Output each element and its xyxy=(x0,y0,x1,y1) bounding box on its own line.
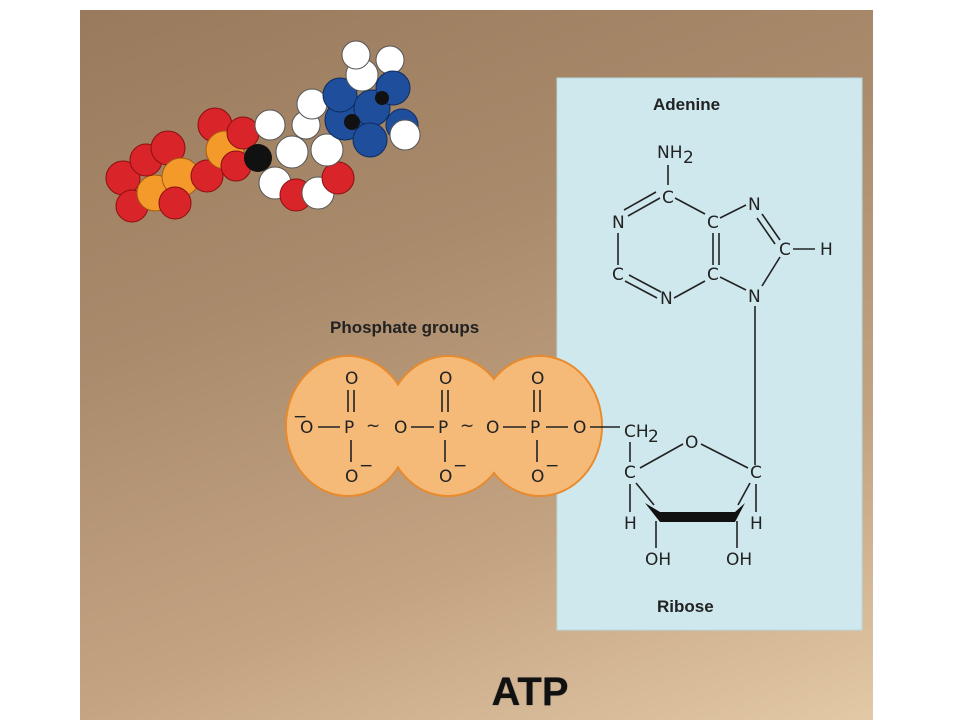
atp-title: ATP xyxy=(491,670,569,714)
svg-text:2: 2 xyxy=(683,148,694,168)
svg-text:N: N xyxy=(748,287,761,307)
svg-text:C: C xyxy=(779,240,791,260)
phosphate-groups-highlight xyxy=(285,355,603,497)
svg-text:OH: OH xyxy=(726,550,752,570)
svg-text:O: O xyxy=(345,369,358,389)
svg-text:N: N xyxy=(660,289,673,309)
svg-text:C: C xyxy=(707,213,719,233)
svg-text:2: 2 xyxy=(648,427,659,447)
svg-text:P: P xyxy=(438,418,448,438)
ribose-structure: CH 2 O C C H H OH OH xyxy=(624,422,763,570)
svg-text:C: C xyxy=(662,188,674,208)
ribose-label: Ribose xyxy=(657,597,714,616)
svg-text:−: − xyxy=(453,456,467,476)
svg-text:H: H xyxy=(750,514,763,534)
svg-text:O: O xyxy=(300,418,313,438)
svg-text:C: C xyxy=(707,265,719,285)
adenine-label: Adenine xyxy=(653,95,720,114)
svg-text:NH: NH xyxy=(657,143,683,163)
svg-text:O: O xyxy=(394,418,407,438)
svg-text:O: O xyxy=(531,467,544,487)
svg-text:H: H xyxy=(820,240,833,260)
svg-text:−: − xyxy=(293,407,307,427)
svg-text:O: O xyxy=(685,433,698,453)
svg-text:OH: OH xyxy=(645,550,671,570)
svg-text:O: O xyxy=(573,418,586,438)
svg-text:C: C xyxy=(624,463,636,483)
svg-text:~: ~ xyxy=(366,416,380,436)
svg-text:P: P xyxy=(530,418,540,438)
svg-text:C: C xyxy=(750,463,762,483)
svg-text:P: P xyxy=(344,418,354,438)
svg-text:−: − xyxy=(359,456,373,476)
svg-text:O: O xyxy=(439,369,452,389)
phosphate-chain: − O P ~ O P ~ O P O O O O O − O − O − xyxy=(293,369,620,487)
svg-text:H: H xyxy=(624,514,637,534)
svg-text:O: O xyxy=(345,467,358,487)
nucleoside-panel xyxy=(556,77,863,631)
svg-text:O: O xyxy=(439,467,452,487)
svg-text:C: C xyxy=(612,265,624,285)
svg-text:N: N xyxy=(748,195,761,215)
svg-text:N: N xyxy=(612,213,625,233)
svg-text:−: − xyxy=(545,456,559,476)
phosphate-groups-label: Phosphate groups xyxy=(330,318,479,337)
svg-text:O: O xyxy=(531,369,544,389)
svg-text:~: ~ xyxy=(460,416,474,436)
space-filling-model xyxy=(105,40,421,223)
adenine-structure: NH 2 C N C N C H C C N N xyxy=(612,143,833,465)
svg-text:O: O xyxy=(486,418,499,438)
svg-text:CH: CH xyxy=(624,422,649,442)
